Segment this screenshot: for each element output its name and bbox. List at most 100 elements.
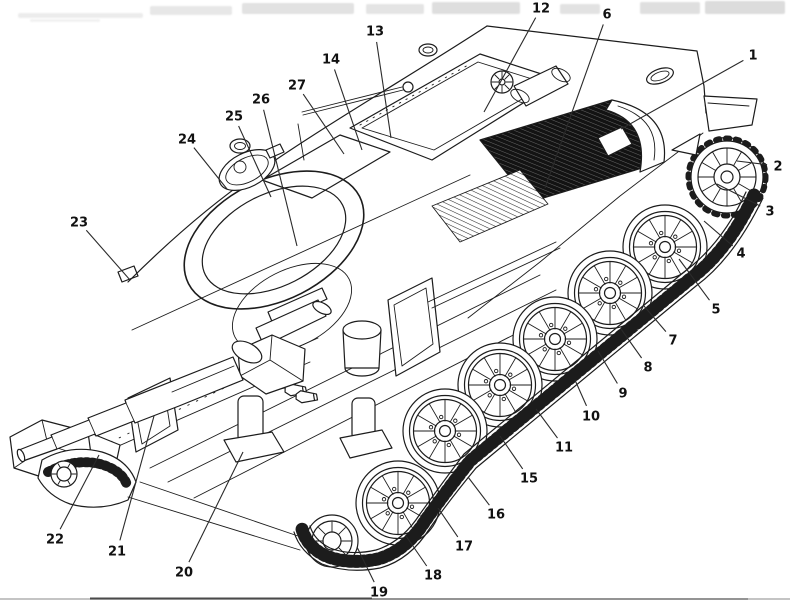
- print-smudge: [18, 13, 143, 18]
- callout-22: 22: [46, 454, 100, 548]
- callout-number-17: 17: [455, 540, 473, 555]
- print-smudge: [150, 6, 232, 15]
- callout-17: 17: [437, 507, 473, 555]
- recoil-cylinder-upper: [267, 287, 328, 325]
- callout-16: 16: [467, 476, 505, 523]
- callout-number-6: 6: [602, 8, 611, 23]
- front-left-idler: [50, 460, 78, 488]
- callout-14: 14: [322, 53, 363, 151]
- leader-line-3: [716, 183, 761, 207]
- callout-number-16: 16: [487, 508, 505, 523]
- leader-line-25: [238, 125, 272, 198]
- print-smudge: [432, 2, 520, 14]
- callout-20: 20: [175, 451, 244, 581]
- leader-line-21: [119, 415, 155, 541]
- callout-23: 23: [70, 216, 131, 281]
- callout-9: 9: [597, 350, 628, 402]
- callout-18: 18: [405, 535, 442, 584]
- callout-11: 11: [535, 408, 573, 456]
- leader-line-15: [499, 435, 524, 470]
- leader-line-6: [544, 24, 604, 189]
- recoil-guard-inner: [201, 185, 347, 295]
- callout-number-8: 8: [643, 361, 652, 376]
- callout-number-27: 27: [288, 79, 306, 94]
- callout-number-4: 4: [736, 247, 745, 262]
- air-duct: [605, 99, 666, 173]
- leader-line-10: [574, 379, 588, 407]
- muffler: [510, 65, 571, 107]
- callout-number-18: 18: [424, 569, 442, 584]
- deck-cap: [418, 43, 438, 57]
- leader-line-17: [437, 507, 459, 538]
- callout-3: 3: [716, 183, 775, 220]
- leader-line-5: [678, 258, 710, 301]
- callout-10: 10: [574, 379, 600, 425]
- fuel-tank-cylinder: [342, 320, 382, 377]
- leader-line-16: [467, 476, 490, 506]
- callout-6: 6: [544, 8, 612, 189]
- commander-cupola: [218, 143, 285, 191]
- callout-27: 27: [288, 79, 345, 155]
- callout-number-12: 12: [532, 2, 550, 17]
- callout-4: 4: [703, 220, 746, 262]
- print-smudge: [242, 3, 354, 14]
- callout-15: 15: [499, 435, 538, 487]
- callout-1: 1: [620, 49, 758, 130]
- callout-number-9: 9: [618, 387, 627, 402]
- callout-12: 12: [483, 2, 550, 113]
- engine-box: [597, 126, 633, 157]
- print-smudge: [640, 2, 700, 14]
- callout-number-26: 26: [252, 93, 270, 108]
- gun-cradle: [231, 340, 263, 364]
- print-smudge: [366, 4, 424, 14]
- callout-19: 19: [356, 546, 388, 601]
- callout-25: 25: [225, 110, 272, 198]
- callout-number-25: 25: [225, 110, 243, 125]
- cutoff-print-artifact: [0, 0, 790, 26]
- gun-assembly: [16, 143, 365, 463]
- callout-number-24: 24: [178, 133, 196, 148]
- callout-number-5: 5: [711, 303, 720, 318]
- deck-vent-oval: [646, 67, 674, 85]
- leader-line-26: [263, 109, 298, 247]
- print-smudge: [705, 1, 785, 14]
- callout-number-11: 11: [555, 441, 573, 456]
- leader-line-13: [376, 41, 392, 139]
- crew-seat: [339, 397, 393, 459]
- rear-mudguard: [703, 95, 758, 132]
- leader-line-23: [85, 229, 131, 281]
- roof-fitting: [117, 265, 139, 283]
- recoil-guard-ring: [183, 170, 365, 310]
- callout-number-21: 21: [108, 545, 126, 560]
- print-smudge: [560, 4, 600, 14]
- muzzle: [16, 448, 26, 463]
- callout-number-15: 15: [520, 472, 538, 487]
- page-rule: [0, 597, 790, 600]
- callout-number-14: 14: [322, 53, 340, 68]
- callout-7: 7: [643, 305, 678, 349]
- callout-number-10: 10: [582, 410, 600, 425]
- driver-seat: [223, 395, 285, 463]
- callout-number-2: 2: [773, 160, 782, 175]
- deck-cap-2: [229, 138, 251, 154]
- engine-louvres: [431, 169, 549, 243]
- print-smudge: [30, 19, 100, 22]
- leader-line-1: [620, 59, 744, 130]
- sponson-edge: [467, 132, 704, 319]
- callout-8: 8: [620, 328, 653, 376]
- leader-line-9: [597, 350, 618, 384]
- callout-number-20: 20: [175, 566, 193, 581]
- callout-5: 5: [678, 258, 721, 318]
- callout-2: 2: [736, 160, 783, 175]
- leader-line-8: [620, 328, 643, 359]
- callout-21: 21: [108, 415, 155, 560]
- callout-number-22: 22: [46, 533, 64, 548]
- cooling-fan-disc: [490, 70, 514, 94]
- periscope: [265, 143, 285, 159]
- callout-number-23: 23: [70, 216, 88, 231]
- track-band: [293, 136, 768, 571]
- leader-line-19: [356, 546, 375, 583]
- gun-barrel: [18, 356, 244, 462]
